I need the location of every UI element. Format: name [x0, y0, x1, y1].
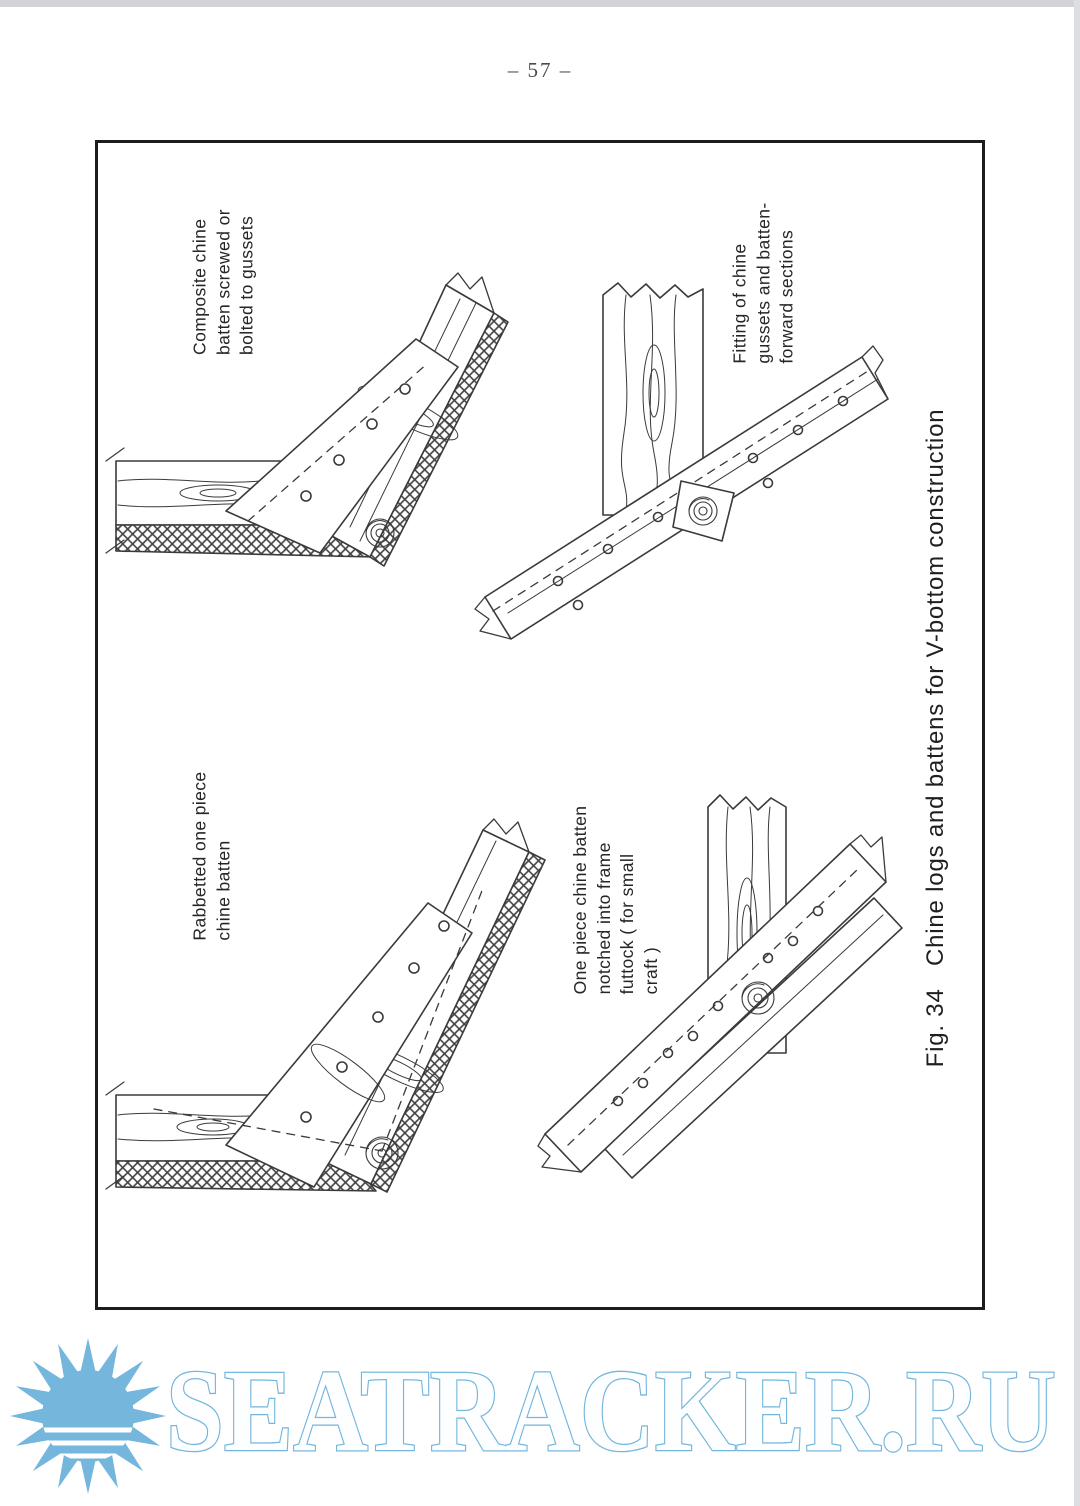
- scan-edge-top: [0, 0, 1080, 7]
- composite-chine-batten-drawing: [105, 272, 509, 567]
- label-one-piece-batten: One piece chine batten notched into fram…: [569, 805, 661, 995]
- notched-chine-batten-drawing: [537, 794, 903, 1179]
- label-composite-chine-batten: Composite chine batten screwed or bolted…: [189, 209, 257, 355]
- sun-icon: [10, 1338, 166, 1494]
- scan-edge-right: [1074, 0, 1080, 1506]
- watermark-text-svg: SEATRACKER.RU: [165, 1344, 1058, 1478]
- label-fitting-chine-gussets: Fitting of chine gussets and batten- for…: [729, 202, 797, 364]
- label-rabbetted-batten: Rabbetted one piece chine batten: [189, 771, 233, 941]
- figure-drawings: [105, 272, 903, 1193]
- figure-caption: Fig. 34 Chine logs and battens for V-bot…: [922, 408, 949, 1068]
- page-number: – 57 –: [507, 58, 573, 82]
- chine-gussets-fitting-drawing: [474, 282, 889, 640]
- rabbetted-chine-batten-drawing: [105, 818, 546, 1193]
- watermark-text: SEATRACKER.RU: [166, 1345, 1056, 1476]
- watermark: SEATRACKER.RU: [0, 1332, 1080, 1502]
